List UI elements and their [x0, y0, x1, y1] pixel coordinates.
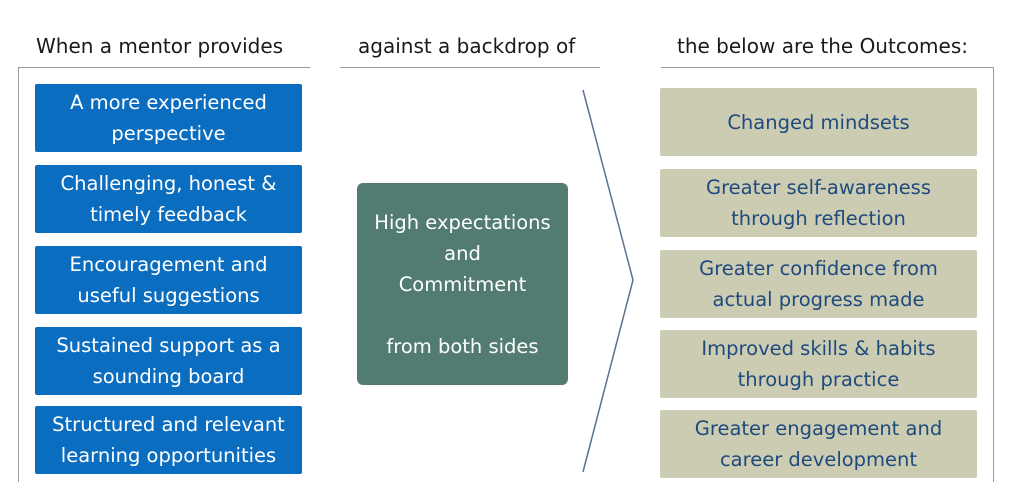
backdrop-box: High expectations and Commitment from bo…	[357, 183, 568, 385]
heading-backdrop: against a backdrop of	[358, 34, 576, 58]
outcome-box-skills-habits: Improved skills & habits through practic…	[660, 330, 977, 398]
backdrop-line-and: and	[444, 241, 481, 265]
heading-outcomes: the below are the Outcomes:	[677, 34, 969, 58]
input-box-encouragement: Encouragement and useful suggestions	[35, 246, 302, 314]
outcome-box-confidence: Greater confidence from actual progress …	[660, 250, 977, 318]
input-box-experienced-perspective: A more experienced perspective	[35, 84, 302, 152]
outcome-box-engagement: Greater engagement and career developmen…	[660, 410, 977, 478]
right-heading-rule	[661, 67, 994, 68]
right-bracket-rule	[993, 67, 994, 482]
backdrop-line-expectations: High expectations	[374, 210, 551, 234]
middle-heading-rule	[340, 67, 600, 68]
backdrop-line-both-sides: from both sides	[386, 334, 539, 358]
outcome-box-self-awareness: Greater self-awareness through reflectio…	[660, 169, 977, 237]
heading-mentor-provides: When a mentor provides	[36, 34, 284, 58]
input-box-feedback: Challenging, honest & timely feedback	[35, 165, 302, 233]
left-bracket-rule	[18, 67, 19, 482]
outcome-box-changed-mindsets: Changed mindsets	[660, 88, 977, 156]
input-box-sustained-support: Sustained support as a sounding board	[35, 327, 302, 395]
left-heading-rule	[18, 67, 310, 68]
backdrop-line-commitment: Commitment	[398, 272, 527, 296]
input-box-learning-opportunities: Structured and relevant learning opportu…	[35, 406, 302, 474]
